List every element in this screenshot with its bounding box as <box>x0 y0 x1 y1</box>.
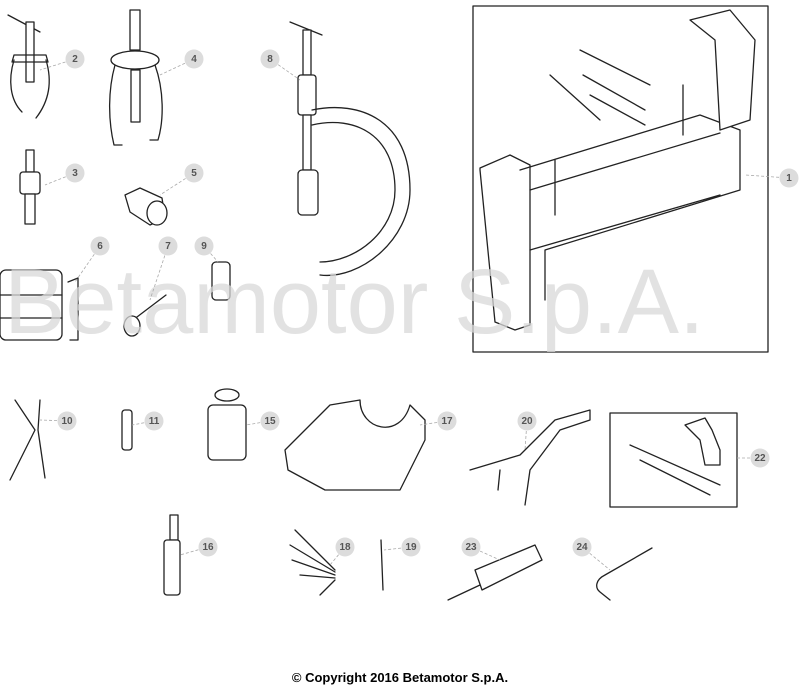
part-8-valve-spring-compressor <box>289 21 411 277</box>
callout-circle <box>90 236 110 256</box>
part-22-kit <box>609 412 738 508</box>
watermark: Betamotor S.p.A. <box>4 251 705 353</box>
callout-number: 15 <box>264 416 276 427</box>
callout-number: 16 <box>202 542 214 553</box>
callout-circle <box>517 411 537 431</box>
part-2-puller <box>7 14 50 119</box>
callout-number: 2 <box>72 54 78 65</box>
callout-circle <box>779 168 799 188</box>
callout-circle <box>65 163 85 183</box>
part-1-stand <box>472 5 769 353</box>
callout-circle <box>750 448 770 468</box>
callout-22: 22 <box>737 448 770 468</box>
callout-circle <box>194 236 214 256</box>
callout-7: 7 <box>149 236 178 301</box>
leader-line <box>149 245 169 301</box>
part-3-adapter <box>19 149 41 225</box>
callout-circle <box>65 49 85 69</box>
part-10-pliers <box>9 399 46 481</box>
callout-2: 2 <box>39 49 85 71</box>
part-20-tool <box>469 409 591 506</box>
leader-line <box>39 419 68 422</box>
callout-number: 3 <box>72 168 78 179</box>
callout-4: 4 <box>159 49 204 76</box>
leader-line <box>329 546 346 566</box>
callout-23: 23 <box>461 537 501 561</box>
callout-24: 24 <box>572 537 611 571</box>
callout-circle <box>184 163 204 183</box>
callout-11: 11 <box>131 411 164 431</box>
part-drawings <box>0 5 769 601</box>
callout-circle <box>158 236 178 256</box>
part-23-tool <box>447 544 543 601</box>
part-6-ring-compressor <box>0 269 79 341</box>
part-5-socket <box>124 187 168 226</box>
callout-number: 4 <box>191 54 197 65</box>
part-9-filter <box>211 261 231 301</box>
callout-number: 8 <box>267 54 273 65</box>
callout-number: 6 <box>97 241 103 252</box>
part-7-pin <box>123 294 167 337</box>
callout-5: 5 <box>159 163 204 196</box>
callout-circle <box>260 411 280 431</box>
callout-20: 20 <box>517 411 537 451</box>
callout-number: 23 <box>465 542 477 553</box>
leader-line <box>203 245 219 263</box>
callout-number: 18 <box>339 542 351 553</box>
callout-18: 18 <box>329 537 355 566</box>
callout-number: 20 <box>521 416 533 427</box>
part-4-puller <box>108 9 163 146</box>
callout-circle <box>461 537 481 557</box>
callout-number: 24 <box>576 542 588 553</box>
callout-number: 7 <box>165 241 171 252</box>
leader-line <box>419 420 448 426</box>
callout-17: 17 <box>419 411 457 431</box>
callout-8: 8 <box>260 49 301 81</box>
callout-circle <box>144 411 164 431</box>
callout-circle <box>198 537 218 557</box>
callout-10: 10 <box>39 411 77 431</box>
callout-number: 11 <box>149 416 160 427</box>
callout-number: 10 <box>61 416 73 427</box>
part-15-socket <box>207 388 247 461</box>
callout-circle <box>437 411 457 431</box>
callout-1: 1 <box>744 168 799 188</box>
part-19-pin <box>380 539 384 591</box>
part-16-tool <box>163 514 181 596</box>
callout-number: 19 <box>405 542 417 553</box>
callout-circle <box>335 537 355 557</box>
callout-number: 5 <box>191 168 197 179</box>
callout-6: 6 <box>74 236 110 283</box>
callout-16: 16 <box>179 537 218 557</box>
callout-circle <box>184 49 204 69</box>
callout-number: 17 <box>441 416 453 427</box>
callout-circle <box>572 537 592 557</box>
part-18-feeler-gauge <box>289 529 336 596</box>
callout-19: 19 <box>383 537 421 557</box>
callout-number: 22 <box>754 453 766 464</box>
callout-3: 3 <box>44 163 85 186</box>
part-24-hex-key <box>596 547 653 601</box>
callout-number: 1 <box>786 173 792 184</box>
part-11-drift <box>121 409 133 451</box>
callout-circle <box>260 49 280 69</box>
part-17-holder <box>284 399 426 491</box>
callout-15: 15 <box>245 411 280 431</box>
callout-9: 9 <box>194 236 219 263</box>
leader-line <box>383 546 412 551</box>
leader-line <box>131 420 155 426</box>
copyright-notice: © Copyright 2016 Betamotor S.p.A. <box>291 670 509 685</box>
callout-number: 9 <box>201 241 207 252</box>
callout-circle <box>57 411 77 431</box>
leader-line <box>245 420 271 426</box>
callout-circle <box>401 537 421 557</box>
